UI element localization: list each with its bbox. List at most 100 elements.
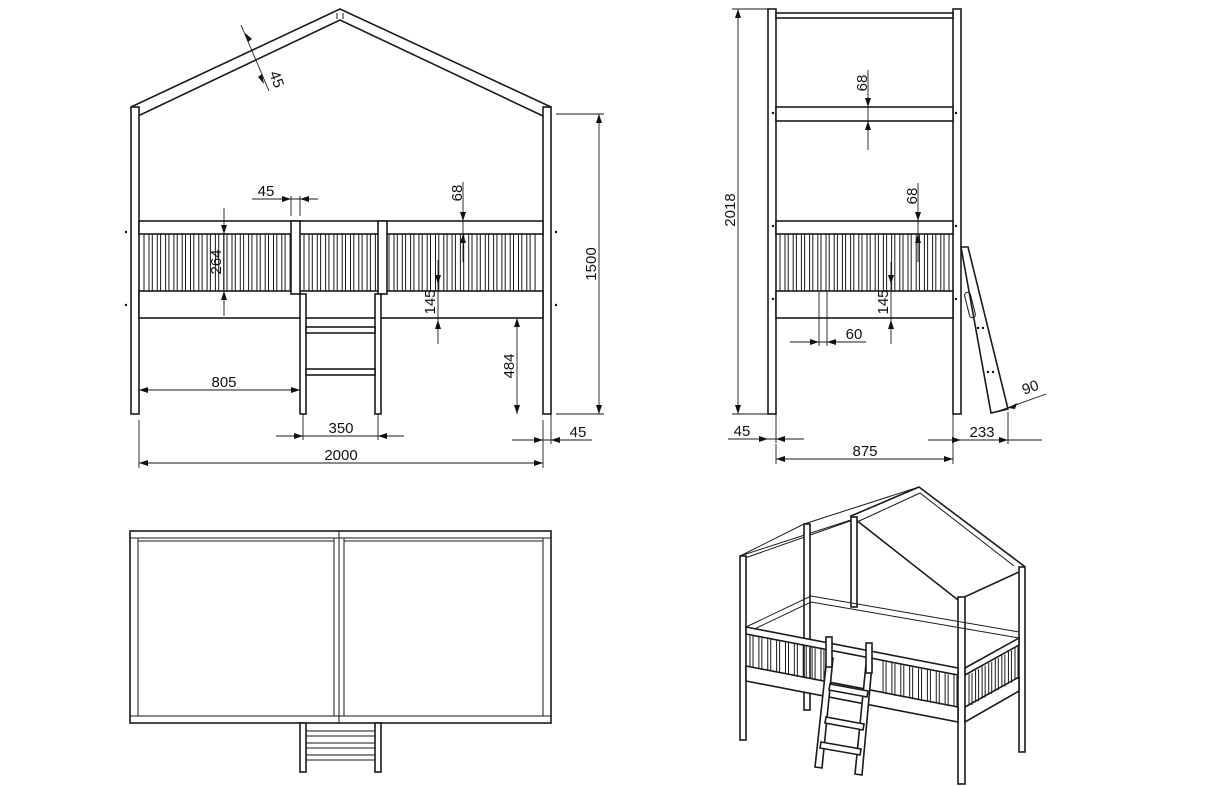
- iso-ladder-post-left: [825, 636, 833, 668]
- front-slat: [353, 233, 360, 292]
- top-view: [129, 530, 552, 773]
- dim-side-ladder-angle: 90: [1020, 377, 1041, 399]
- front-slat: [421, 233, 428, 292]
- iso-ladder-rail-right: [854, 663, 873, 776]
- front-ladder-rail-left: [299, 293, 307, 415]
- side-top-rail: [775, 220, 954, 235]
- front-slat: [234, 233, 241, 292]
- side-slat: [910, 233, 917, 292]
- front-slat: [151, 233, 158, 292]
- front-slat: [496, 233, 503, 292]
- dim-side-ladder-depth: 233: [969, 424, 994, 441]
- front-slat: [276, 233, 283, 292]
- front-right-post: [542, 106, 552, 415]
- side-slat: [869, 233, 876, 292]
- dim-total-length: 2000: [324, 447, 357, 464]
- front-slat: [176, 233, 183, 292]
- side-slat: [902, 233, 909, 292]
- dim-side-total-height: 2018: [722, 193, 739, 226]
- front-top-rail: [138, 220, 544, 235]
- iso-bed-top-rail-back: [745, 595, 1020, 639]
- front-roof-outer: [130, 8, 552, 108]
- front-slat: [361, 233, 368, 292]
- front-slat: [405, 233, 412, 292]
- front-side-rail: [138, 290, 544, 319]
- side-slat: [918, 233, 925, 292]
- iso-post-front-right: [957, 596, 966, 785]
- front-ladder-rung: [305, 368, 376, 376]
- side-left-post: [767, 8, 777, 415]
- dim-clearance-height: 484: [501, 353, 518, 378]
- front-slat: [268, 233, 274, 292]
- front-slat: [388, 233, 395, 292]
- front-slat: [259, 233, 266, 292]
- side-ladder-handle: [964, 291, 976, 319]
- front-slat: [336, 233, 343, 292]
- side-slat: [836, 233, 843, 292]
- dim-total-height: 1500: [583, 247, 600, 280]
- front-slat: [446, 233, 453, 292]
- iso-post-back-left: [739, 555, 747, 741]
- dim-leg-width: 45: [570, 424, 587, 441]
- dim-side-bed-width: 875: [852, 443, 877, 460]
- side-top-beam: [775, 12, 954, 19]
- front-slat: [430, 233, 436, 292]
- front-slat: [413, 233, 420, 292]
- front-slat: [529, 233, 536, 292]
- side-slat: [820, 233, 827, 292]
- front-slat: [311, 233, 318, 292]
- dim-guard-height: 264: [208, 249, 225, 274]
- dim-side-slat-gap: 145: [875, 289, 892, 314]
- front-slat: [396, 233, 403, 292]
- top-ladder-rail-left: [299, 722, 307, 773]
- front-slats: [143, 233, 536, 292]
- side-slat: [812, 233, 819, 292]
- dim-ladder-width: 350: [328, 420, 353, 437]
- iso-post-front-left: [850, 516, 858, 608]
- side-slat: [828, 233, 835, 292]
- side-upper-rail: [775, 106, 954, 122]
- front-slat: [438, 233, 445, 292]
- iso-slats-front: [749, 635, 958, 708]
- front-slat: [201, 233, 208, 292]
- side-ladder: [960, 246, 1009, 414]
- side-slat: [927, 233, 934, 292]
- dim-side-rail-height: 68: [904, 188, 921, 205]
- ladder-post-left-front: [290, 220, 301, 295]
- front-ladder-rail-right: [374, 293, 382, 415]
- side-slat: [795, 233, 802, 292]
- side-slat: [779, 233, 786, 292]
- side-slat: [886, 233, 893, 292]
- dim-ladder-offset: 805: [211, 374, 236, 391]
- front-slat: [193, 233, 200, 292]
- iso-post-back-right: [1018, 566, 1026, 753]
- front-slat: [471, 233, 478, 292]
- side-right-post: [952, 8, 962, 415]
- front-slat: [521, 233, 528, 292]
- front-slat: [303, 233, 310, 292]
- front-slat: [504, 233, 511, 292]
- front-slat: [369, 233, 376, 292]
- dim-rail-height: 68: [449, 185, 466, 202]
- dim-side-upper-rail-height: 68: [854, 75, 871, 92]
- front-slat: [143, 233, 150, 292]
- side-slat: [787, 233, 794, 292]
- iso-bed-front-rail-top: [745, 626, 959, 676]
- dim-side-post-width: 45: [734, 423, 751, 440]
- side-slat: [804, 233, 811, 292]
- iso-post-back-mid: [803, 523, 811, 711]
- side-side-rail: [775, 290, 954, 319]
- front-slat: [479, 233, 486, 292]
- front-slat: [488, 233, 495, 292]
- front-slat: [185, 233, 191, 292]
- dim-roof-angle: 45: [265, 69, 287, 90]
- side-slats: [779, 233, 950, 292]
- side-slat: [845, 233, 852, 292]
- front-slat: [463, 233, 470, 292]
- side-slat: [943, 233, 950, 292]
- front-slat: [454, 233, 461, 292]
- front-slat: [513, 233, 519, 292]
- iso-roof-front: [849, 486, 1026, 601]
- iso-bed-right-side-rail: [964, 675, 1020, 724]
